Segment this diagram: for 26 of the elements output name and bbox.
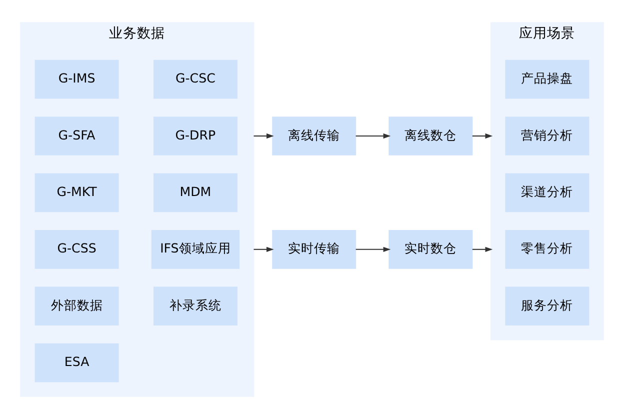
node-box: MDM: [153, 173, 238, 212]
node-box: 渠道分析: [505, 173, 590, 212]
node-box: 营销分析: [505, 116, 590, 156]
node-box: G-DRP: [153, 116, 238, 156]
node-box: 服务分析: [505, 286, 590, 326]
node-box: 外部数据: [34, 286, 119, 326]
arrow: [254, 133, 274, 139]
node-box: 离线数仓: [388, 116, 473, 156]
node-box: G-CSC: [153, 60, 238, 99]
node-box: G-MKT: [34, 173, 119, 212]
node-box: 实时传输: [272, 230, 356, 269]
node-box: 补录系统: [153, 286, 238, 326]
node-box: 产品操盘: [505, 60, 590, 99]
arrow: [472, 133, 493, 139]
arrow: [472, 246, 493, 252]
node-box: G-SFA: [34, 116, 119, 156]
arrow: [356, 133, 391, 139]
arrow: [356, 246, 391, 252]
node-box: 实时数仓: [388, 230, 473, 269]
node-box: 零售分析: [505, 230, 590, 269]
node-box: IFS领域应用: [151, 230, 240, 269]
node-box: G-IMS: [34, 60, 119, 99]
node-box: G-CSS: [34, 230, 119, 269]
arrow: [254, 246, 274, 252]
node-box: ESA: [34, 343, 119, 382]
node-box: 离线传输: [272, 116, 356, 156]
